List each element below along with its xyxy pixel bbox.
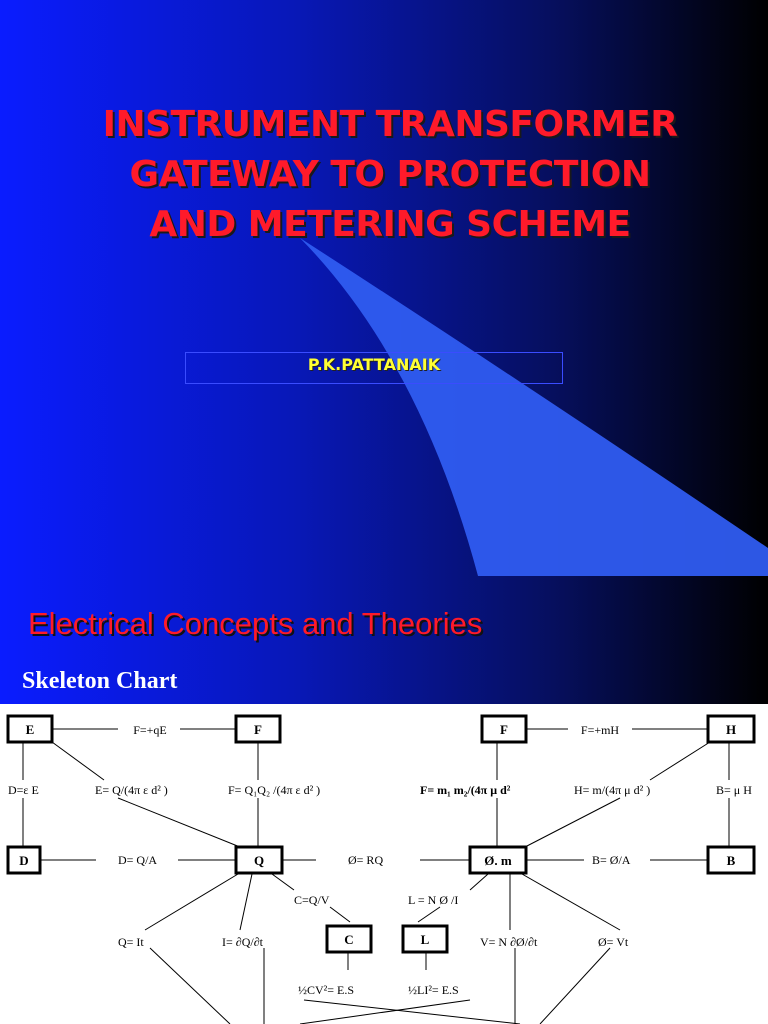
svg-text:H: H bbox=[726, 722, 736, 737]
chart-subtitle: Skeleton Chart bbox=[22, 668, 178, 694]
box-f-left: F bbox=[234, 714, 282, 744]
box-d: D bbox=[6, 845, 42, 875]
author-name: P.K.PATTANAIK bbox=[307, 355, 441, 374]
title-line-1: INSTRUMENT TRANSFORMER bbox=[102, 104, 678, 145]
eq-h-magnetic: H= m/(4π μ d² ) bbox=[574, 783, 650, 797]
eq-i-dq-dt: I= ∂Q/∂t bbox=[222, 935, 264, 949]
svg-text:F: F bbox=[500, 722, 508, 737]
eq-f-qe: F=+qE bbox=[133, 723, 167, 737]
eq-l-nphi-i: L = N Ø /I bbox=[408, 893, 458, 907]
eq-half-cv2: ½CV²= E.S bbox=[298, 983, 354, 997]
box-h: H bbox=[706, 714, 756, 744]
author-box: P.K.PATTANAIK bbox=[185, 352, 563, 384]
decorative-swoosh bbox=[300, 238, 768, 576]
box-phi-m: Ø. m bbox=[468, 845, 528, 875]
eq-half-li2: ½LI²= E.S bbox=[408, 983, 459, 997]
title-line-2: GATEWAY TO PROTECTION bbox=[129, 154, 651, 195]
svg-text:E: E bbox=[26, 722, 35, 737]
slide-title: INSTRUMENT TRANSFORMER GATEWAY TO PROTEC… bbox=[40, 100, 740, 250]
title-slide: INSTRUMENT TRANSFORMER GATEWAY TO PROTEC… bbox=[0, 0, 768, 576]
chart-connectors bbox=[22, 728, 730, 1024]
eq-c-qv: C=Q/V bbox=[294, 893, 330, 907]
eq-b-phi-a: B= Ø/A bbox=[592, 853, 631, 867]
section-title: Electrical Concepts and Theories bbox=[28, 606, 483, 641]
title-line-3: AND METERING SCHEME bbox=[149, 204, 631, 245]
skeleton-chart: E F F H D Q Ø. m B bbox=[6, 714, 756, 1024]
eq-q-it: Q= It bbox=[118, 935, 144, 949]
box-e: E bbox=[6, 714, 54, 744]
eq-f-mh: F=+mH bbox=[581, 723, 620, 737]
eq-b-mu-h: B= μ H bbox=[716, 783, 752, 797]
eq-phi-rq: Ø= RQ bbox=[348, 853, 383, 867]
eq-d-q-a: D= Q/A bbox=[118, 853, 157, 867]
svg-text:C: C bbox=[344, 932, 353, 947]
box-q: Q bbox=[234, 845, 284, 875]
svg-text:B: B bbox=[727, 853, 736, 868]
concepts-slide: Electrical Concepts and Theories Skeleto… bbox=[0, 576, 768, 1024]
svg-text:F: F bbox=[254, 722, 262, 737]
chart-background bbox=[0, 704, 768, 1024]
eq-f-magnetic: F= m₁ m₂/(4π μ d² bbox=[420, 783, 511, 797]
box-b: B bbox=[706, 845, 756, 875]
box-f-right: F bbox=[480, 714, 528, 744]
eq-e-coulomb: E= Q/(4π ε d² ) bbox=[95, 783, 168, 797]
eq-phi-vt: Ø= Vt bbox=[598, 935, 629, 949]
box-l: L bbox=[401, 924, 449, 954]
eq-f-coulomb: F= Q₁Q₂ /(4π ε d² ) bbox=[228, 783, 320, 797]
eq-d-eps-e: D=ε E bbox=[8, 783, 39, 797]
eq-v-ndphi-dt: V= N ∂Ø/∂t bbox=[480, 935, 538, 949]
svg-text:L: L bbox=[421, 932, 430, 947]
svg-text:D: D bbox=[19, 853, 28, 868]
svg-text:Ø. m: Ø. m bbox=[484, 853, 512, 868]
box-c: C bbox=[325, 924, 373, 954]
svg-text:Q: Q bbox=[254, 853, 264, 868]
